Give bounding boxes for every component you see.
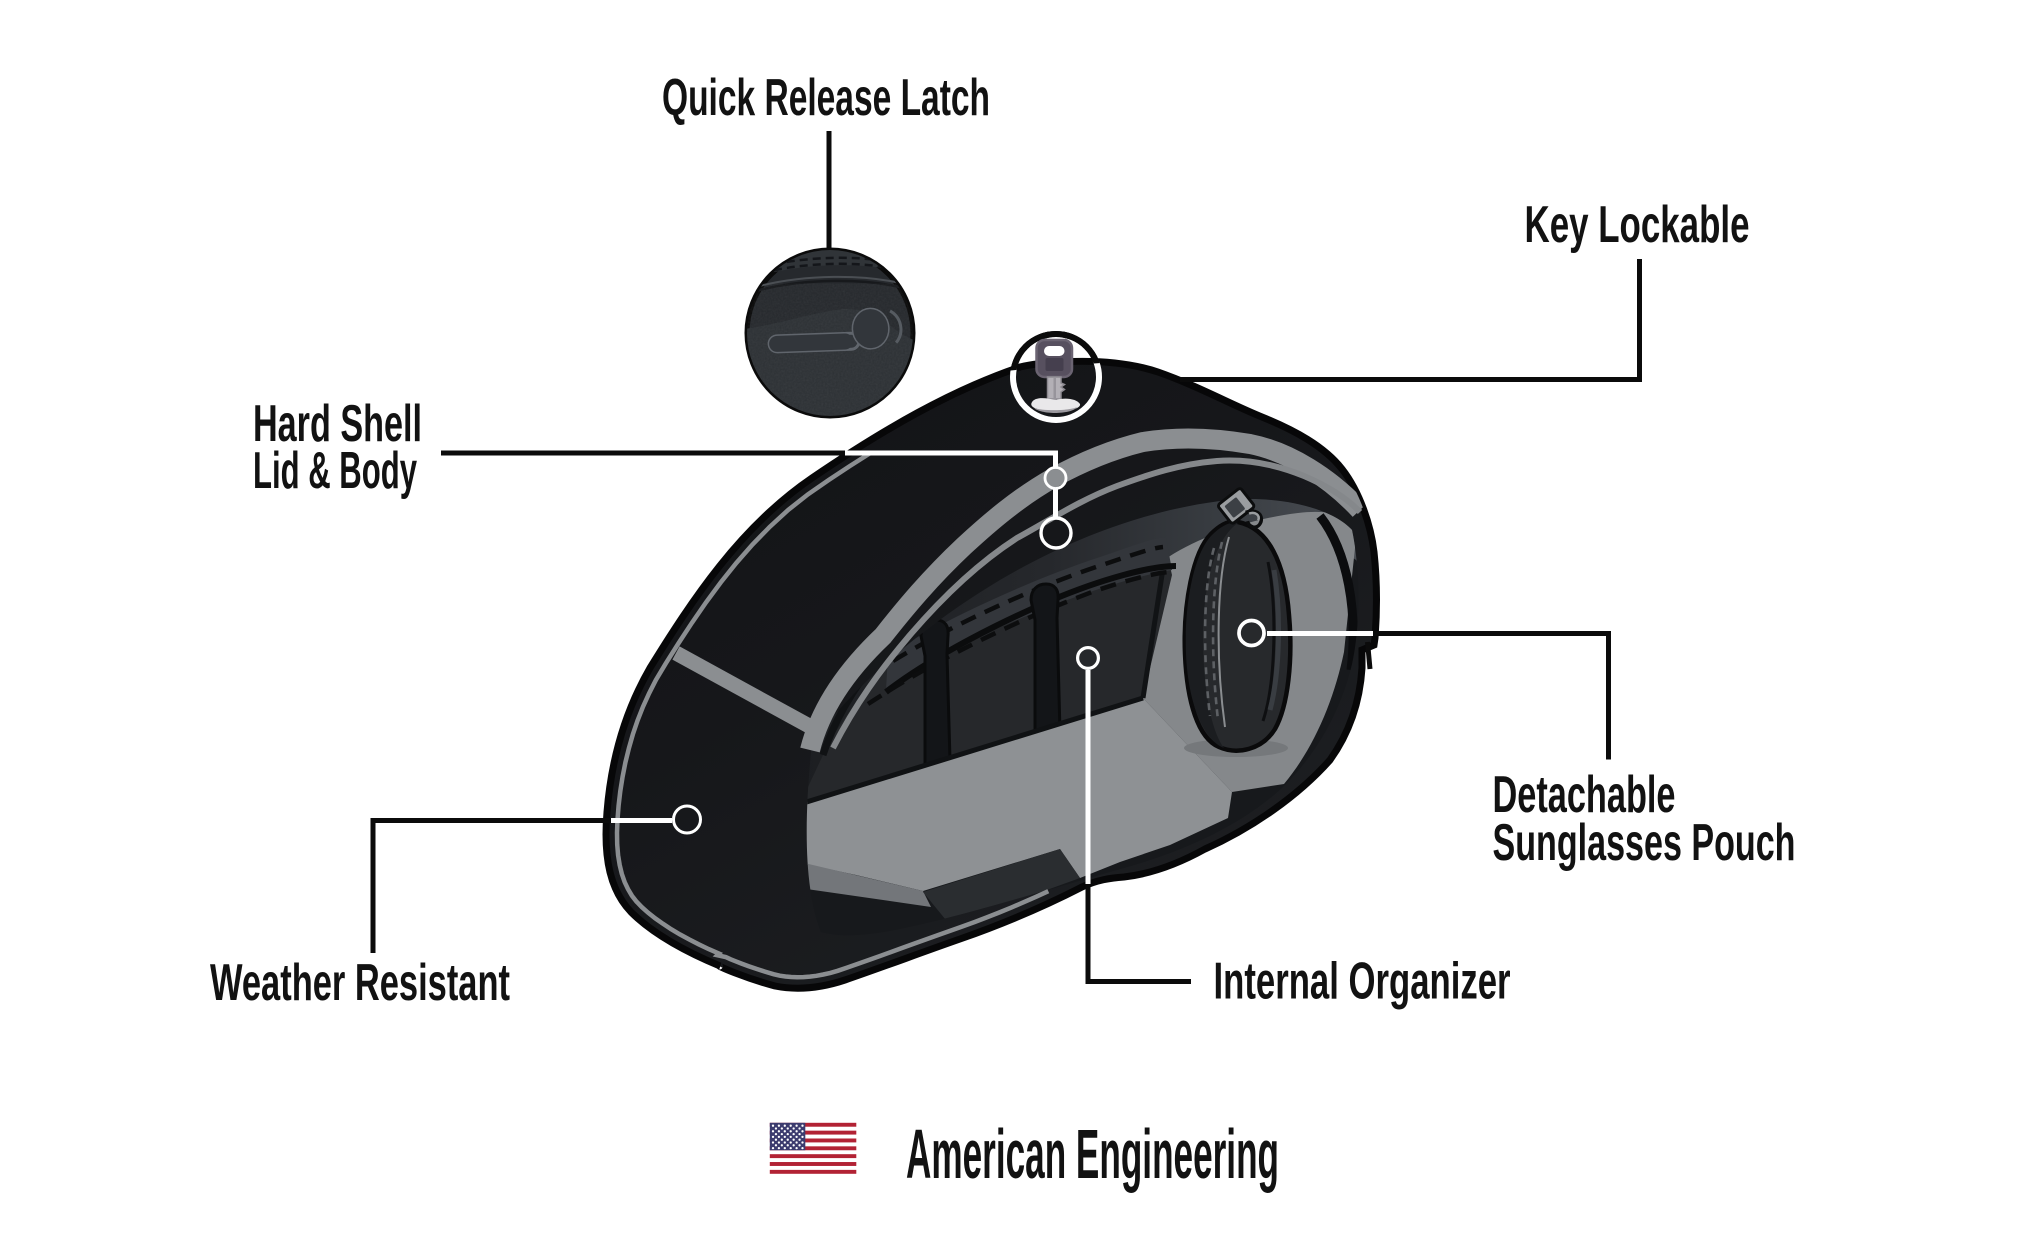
svg-text:Hard Shell: Hard Shell [253, 395, 422, 453]
svg-text:American Engineering: American Engineering [906, 1115, 1279, 1193]
svg-text:Weather Resistant: Weather Resistant [210, 954, 510, 1012]
svg-text:Quick Release Latch: Quick Release Latch [662, 69, 990, 127]
svg-text:Detachable: Detachable [1493, 766, 1676, 824]
svg-text:Key Lockable: Key Lockable [1525, 196, 1750, 254]
svg-text:Internal Organizer: Internal Organizer [1214, 952, 1511, 1010]
svg-text:Lid & Body: Lid & Body [253, 442, 417, 500]
svg-text:Sunglasses Pouch: Sunglasses Pouch [1493, 814, 1796, 872]
